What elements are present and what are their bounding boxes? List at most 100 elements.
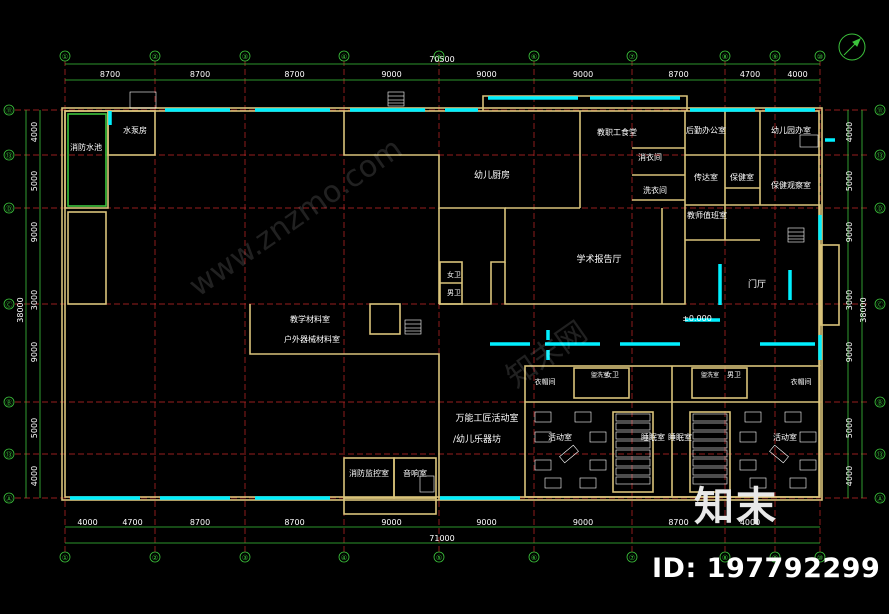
grid-marker-right-label: ⑪ — [877, 107, 884, 115]
room-label: 教师值班室 — [687, 210, 727, 220]
grid-marker-top — [719, 50, 731, 62]
room-label: 洗衣间 — [643, 185, 667, 195]
grid-marker-top — [433, 50, 445, 62]
grid-marker-bottom-label: ② — [152, 554, 158, 562]
dimension-left: 5000 — [30, 171, 39, 191]
table — [692, 458, 728, 467]
grid-marker-top-label: ⑥ — [531, 53, 537, 61]
room-label: 消防水池 — [70, 142, 102, 152]
grid-marker-bottom — [149, 551, 161, 563]
grid-marker-left-label: ⑬ — [6, 152, 13, 160]
grid-marker-right — [874, 396, 886, 408]
grid-marker-right — [874, 202, 886, 214]
grid-marker-top — [528, 50, 540, 62]
grid-marker-bottom — [528, 551, 540, 563]
table — [544, 477, 562, 489]
dimension-right: 4000 — [845, 122, 854, 142]
grid-marker-right — [874, 492, 886, 504]
grid-marker-top-label: ② — [152, 53, 158, 61]
elevation-mark: ±0.000 — [682, 314, 712, 323]
dimension-top: 9000 — [381, 70, 401, 79]
grid-marker-right-label: ⑬ — [877, 451, 884, 459]
grid-marker-bottom-label: ⑤ — [436, 554, 442, 562]
dimension-right: 4000 — [845, 466, 854, 486]
dimension-right: 5000 — [845, 418, 854, 438]
table — [559, 444, 579, 464]
grid-marker-bottom — [338, 551, 350, 563]
room-label: 盥洗室 — [591, 371, 609, 379]
grid-marker-left-label: ⑪ — [6, 107, 13, 115]
image-id: ID: 197792299 — [652, 553, 881, 584]
room-label: 教职工食堂 — [597, 127, 637, 137]
room-label: 幼儿园办室 — [771, 125, 811, 135]
grid-marker-bottom — [769, 551, 781, 563]
room-label: 男卫 — [727, 371, 741, 379]
grid-marker-top — [239, 50, 251, 62]
grid-marker-top-label: ⑧ — [722, 53, 728, 61]
grid-marker-bottom — [719, 551, 731, 563]
room-label: 消衣间 — [638, 152, 662, 162]
table — [799, 431, 817, 443]
grid-markers — [3, 50, 886, 563]
table — [789, 477, 807, 489]
room-label: 女卫 — [605, 370, 619, 379]
table — [615, 476, 651, 485]
table — [749, 477, 767, 489]
room-label: 万能工匠活动室 — [455, 412, 518, 424]
grid-marker-top — [149, 50, 161, 62]
furniture — [534, 411, 817, 489]
table — [615, 413, 651, 422]
dimension-bottom: 4700 — [122, 518, 142, 527]
room-label: 睡眠室 — [641, 432, 665, 442]
grid-marker-left — [3, 104, 15, 116]
brand-logo: 知末 — [694, 484, 778, 530]
table — [799, 459, 817, 471]
room-label: 盥洗室 — [701, 371, 719, 379]
table — [739, 431, 757, 443]
dimension-right: 9000 — [845, 342, 854, 362]
room-label: 衣帽间 — [535, 377, 556, 386]
table — [692, 440, 728, 449]
grid-marker-left — [3, 448, 15, 460]
dimension-left: 4000 — [30, 466, 39, 486]
grid-marker-right — [874, 448, 886, 460]
dimension-top-total: 70500 — [429, 55, 454, 64]
table — [615, 431, 651, 440]
grid-marker-left — [3, 149, 15, 161]
grid-marker-top-label: ⑦ — [629, 53, 635, 61]
dimension-right: 3000 — [845, 290, 854, 310]
grid-marker-left-label: ⑬ — [6, 451, 13, 459]
table — [615, 440, 651, 449]
table — [534, 459, 552, 471]
table — [615, 458, 651, 467]
dimension-bottom: 4000 — [77, 518, 97, 527]
grid-marker-bottom — [59, 551, 71, 563]
grid-marker-bottom-label: ⑥ — [531, 554, 537, 562]
grid-marker-left — [3, 202, 15, 214]
table — [692, 467, 728, 476]
grid-marker-left-label: Ⓒ — [6, 301, 13, 309]
dimension-bottom-total: 71000 — [429, 534, 454, 543]
table — [739, 459, 757, 471]
table — [534, 431, 552, 443]
grid-marker-left — [3, 396, 15, 408]
dimension-left: 9000 — [30, 222, 39, 242]
table — [692, 431, 728, 440]
room-label: 女卫 — [447, 270, 461, 279]
grid-marker-right-label: Ⓑ — [877, 399, 884, 407]
grid-marker-bottom-label: ① — [62, 554, 68, 562]
room-label: 户外器械材料室 — [284, 334, 340, 344]
dimension-bottom: 9000 — [476, 518, 496, 527]
grid-marker-bottom-label: ⑧ — [722, 554, 728, 562]
grid-marker-top-label: ③ — [242, 53, 248, 61]
table — [589, 459, 607, 471]
room-label: 衣帽间 — [791, 377, 812, 386]
table — [579, 477, 597, 489]
dimension-bottom: 8700 — [668, 518, 688, 527]
table — [589, 431, 607, 443]
dimension-left: 4000 — [30, 122, 39, 142]
table — [784, 411, 802, 423]
